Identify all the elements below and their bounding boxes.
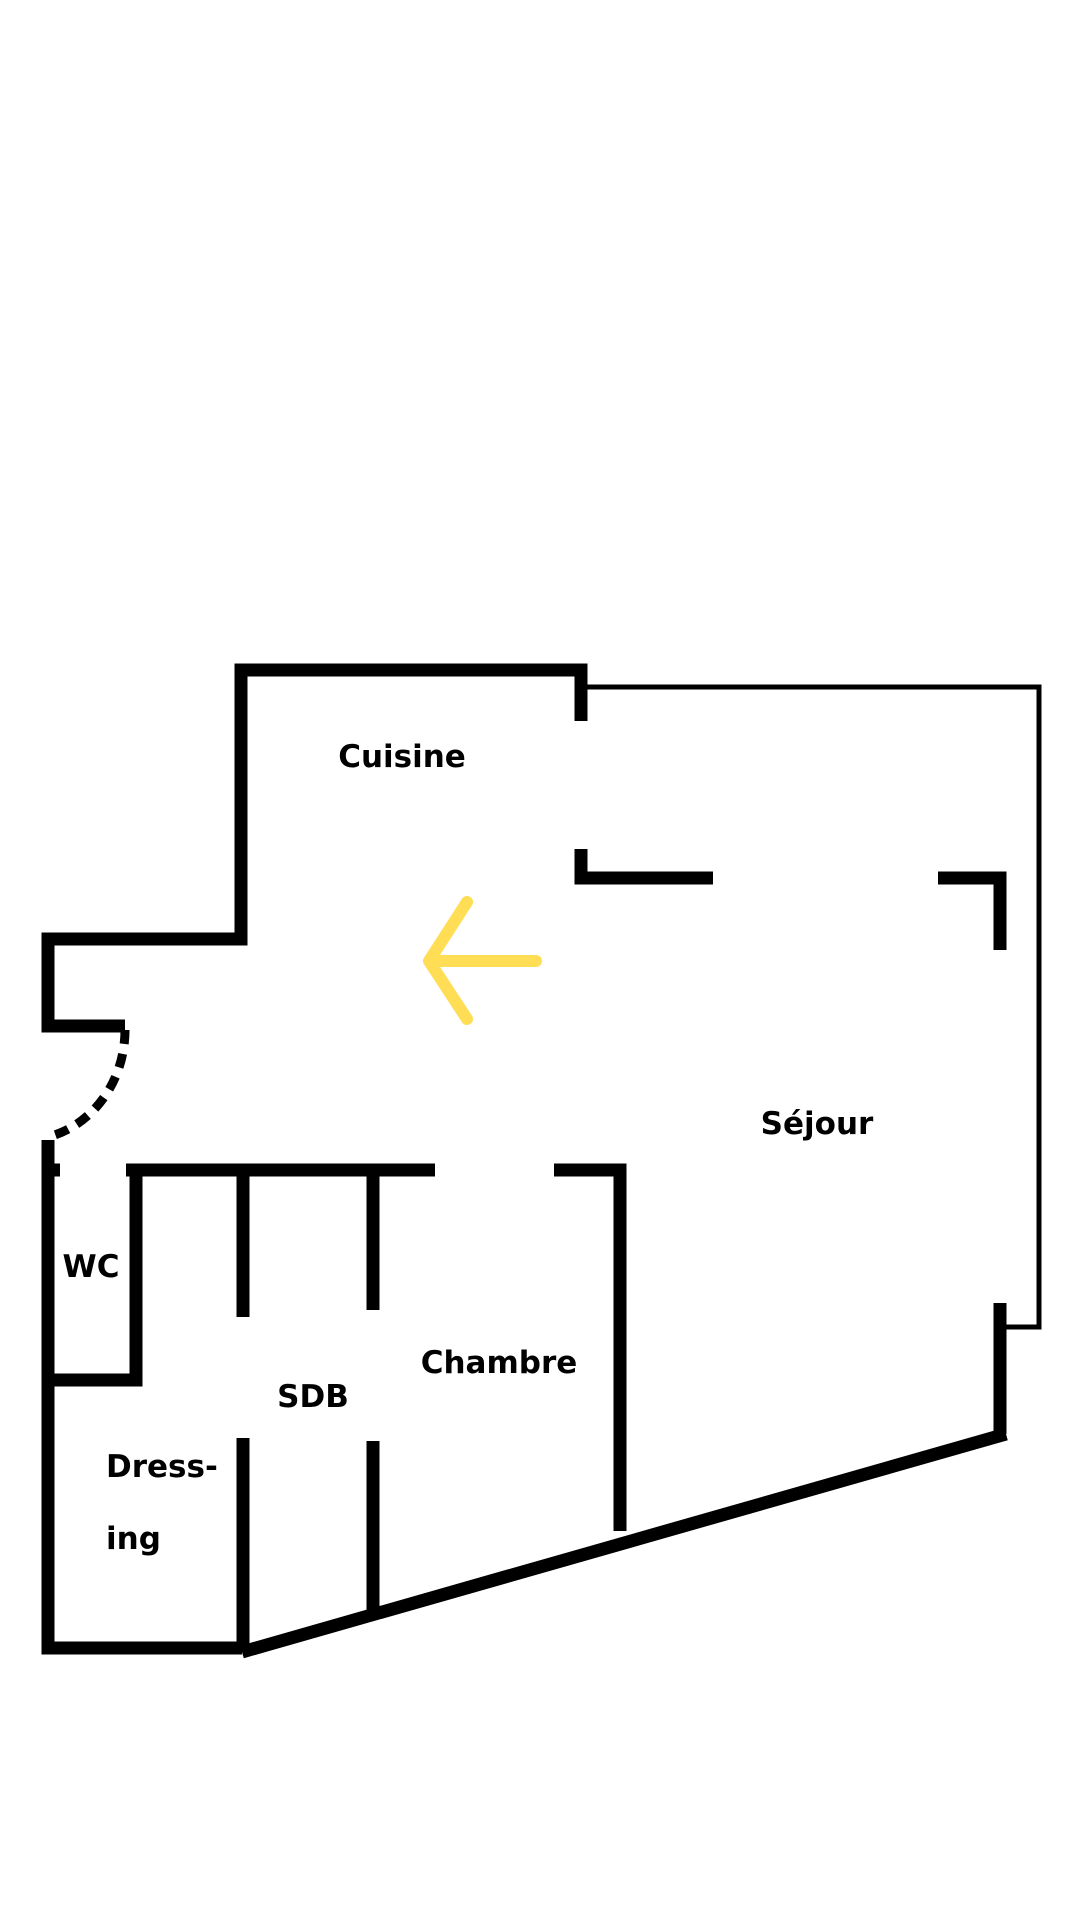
- room-label-dressing-2: ing: [106, 1521, 161, 1557]
- living-corner-wall: [938, 871, 1007, 950]
- room-label-sdb: SDB: [277, 1379, 349, 1415]
- room-label-dressing-1: Dress-: [106, 1449, 218, 1485]
- walls: [41, 663, 1042, 1659]
- arrow-left-icon: [423, 896, 542, 1025]
- kitchen-counter-wall: [574, 849, 713, 885]
- wc-wall: [48, 1170, 143, 1387]
- room-label-wc: WC: [63, 1249, 120, 1285]
- kitchen-outer-wall: [41, 663, 588, 1033]
- living-outer-wall: [581, 684, 1042, 1330]
- door-swing-arc: [46, 1029, 130, 1142]
- left-outer-wall: [41, 1140, 242, 1655]
- room-label-cuisine: Cuisine: [338, 739, 466, 775]
- room-label-sejour: Séjour: [761, 1106, 874, 1142]
- room-label-chambre: Chambre: [421, 1345, 578, 1381]
- bedroom-wall: [554, 1163, 627, 1531]
- diagonal-facade-wall: [240, 1427, 1008, 1659]
